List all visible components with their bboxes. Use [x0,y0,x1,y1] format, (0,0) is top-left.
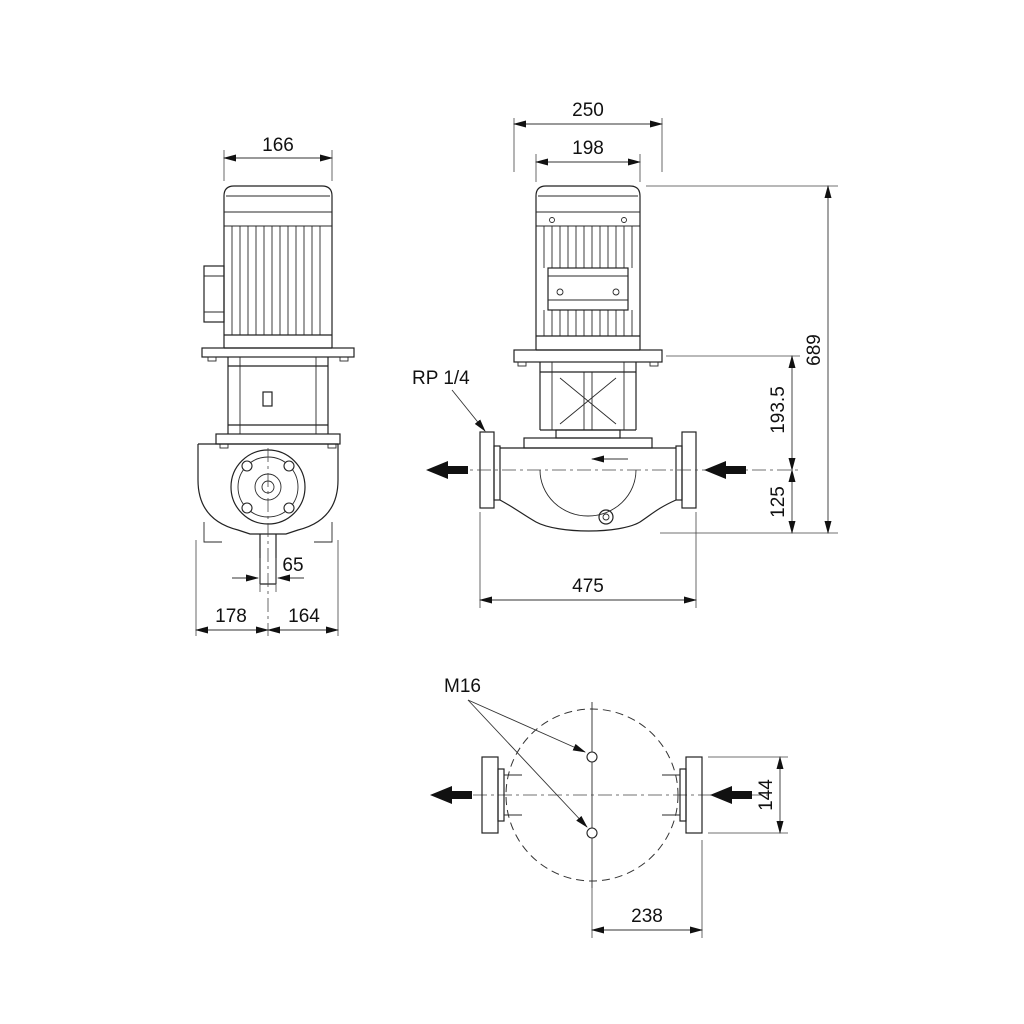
top-view: M16 144 238 [430,676,788,938]
cooling-fins-side [231,226,321,335]
bolt-hole-top [586,751,598,763]
flow-arrow-left-icon [430,786,472,804]
dimension-689: 689 [646,185,838,534]
side-view: 166 65 178 164 [195,135,355,636]
dim-178-label: 178 [215,606,247,627]
dim-193-5-label: 193.5 [768,386,789,434]
terminal-box-side [203,265,225,323]
pump-flange-side [215,433,341,449]
motor-front [535,185,641,351]
dimension-144: 144 [708,756,788,834]
pump-flange-front [523,429,653,449]
dimension-178-164: 178 164 [195,540,339,636]
dim-250-label: 250 [572,100,604,121]
bolt-size-callout: M16 [444,676,588,828]
motor-bolt-icon [621,217,627,223]
dimension-238: 238 [591,840,703,938]
gauge-tapping-callout: RP 1/4 [412,368,486,432]
dim-125-label: 125 [768,486,789,518]
motor-flange-side [201,347,355,362]
coupling-guard [539,362,637,431]
dimension-198: 198 [535,138,641,182]
motor-stool-plate [513,349,663,367]
dim-475-label: 475 [572,576,604,597]
flow-arrow-left-icon [426,461,468,479]
pump-stool-side [227,357,329,434]
front-view: RP 1/4 250 198 689 193.5 [412,100,838,608]
dimension-250: 250 [513,100,663,172]
dim-238-label: 238 [631,906,663,927]
dim-65-label: 65 [282,555,303,576]
dimension-193-5: 193.5 [666,355,800,471]
motor-bolt-icon [549,217,555,223]
drain-plug-front [598,509,614,525]
flow-arrow-right-icon [704,461,746,479]
dimension-65: 65 [232,555,304,592]
dimension-475: 475 [479,512,697,608]
rp-quarter-label: RP 1/4 [412,368,470,389]
dimension-166: 166 [223,135,333,181]
bolt-hole-bottom [586,827,598,839]
drain-plug-side [262,391,273,407]
cooling-fins-front [543,226,633,336]
dim-164-label: 164 [288,606,320,627]
dim-166-label: 166 [262,135,294,156]
dim-144-label: 144 [756,779,777,811]
m16-label: M16 [444,676,481,697]
dim-198-label: 198 [572,138,604,159]
motor-side [203,185,333,349]
dim-689-label: 689 [804,334,825,366]
terminal-box-front [547,267,629,311]
volute-casing-front [479,431,697,532]
discharge-flange-top [662,756,703,834]
dimension-125: 125 [768,469,796,534]
suction-flange-top [481,756,522,834]
flow-arrow-right-icon [710,786,752,804]
